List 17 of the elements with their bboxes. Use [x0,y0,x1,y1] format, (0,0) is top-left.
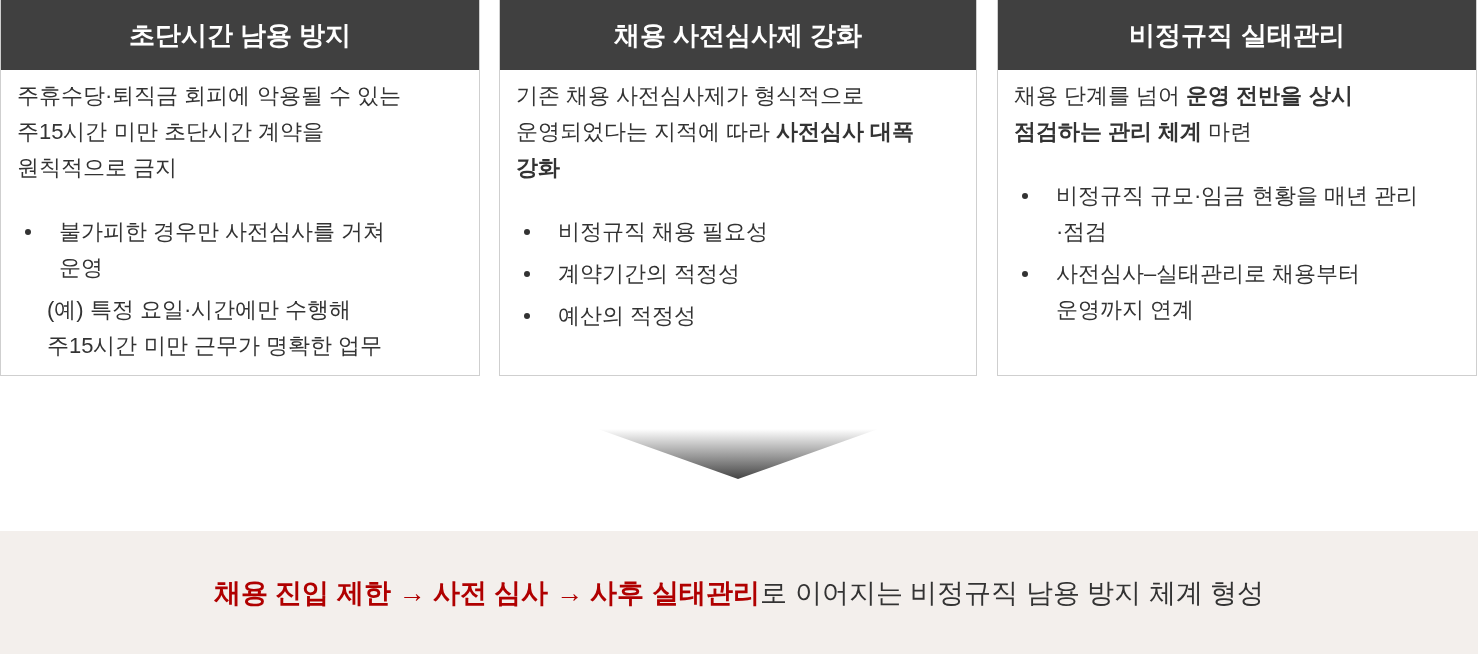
bullet-text: 불가피한 경우만 사전심사를 거쳐 운영 [59,218,387,282]
card-text: 기존 채용 사전심사제가 형식적으로 운영되었다는 지적에 따라 사전심사 대폭 강화 [516,82,916,182]
bullet-text: 사전심사–실태관리로 채용부터 운영까지 연계 [1056,260,1362,324]
card-text: 채용 단계를 넘어 운영 전반을 상시 점검하는 관리 체계 마련 [1014,82,1354,146]
bullet-text: 비정규직 규모·임금 현황을 매년 관리·점검 [1056,182,1419,246]
card-header: 초단시간 남용 방지 [1,0,479,70]
info-card [997,0,1477,376]
card-text: 주휴수당·퇴직금 회피에 악용될 수 있는 주15시간 미만 초단시간 계약을 원칙적으로 금지 [17,82,402,182]
card-header: 비정규직 실태관리 [998,0,1476,70]
bullet-text: 계약기간의 적정성 [558,260,741,288]
info-card [0,0,480,376]
bullet-text: 비정규직 채용 필요성 [558,218,769,246]
card-header: 채용 사전심사제 강화 [500,0,976,70]
bullet-text: 예산의 적정성 [558,302,697,330]
summary-text: 채용 진입 제한 → 사전 심사 → 사후 실태관리로 이어지는 비정규직 남용 방지 체계 형성 [214,576,1264,610]
example-text: (예) 특정 요일·시간에만 수행해 주15시간 미만 근무가 명확한 업무 [47,296,383,360]
info-card [499,0,977,376]
